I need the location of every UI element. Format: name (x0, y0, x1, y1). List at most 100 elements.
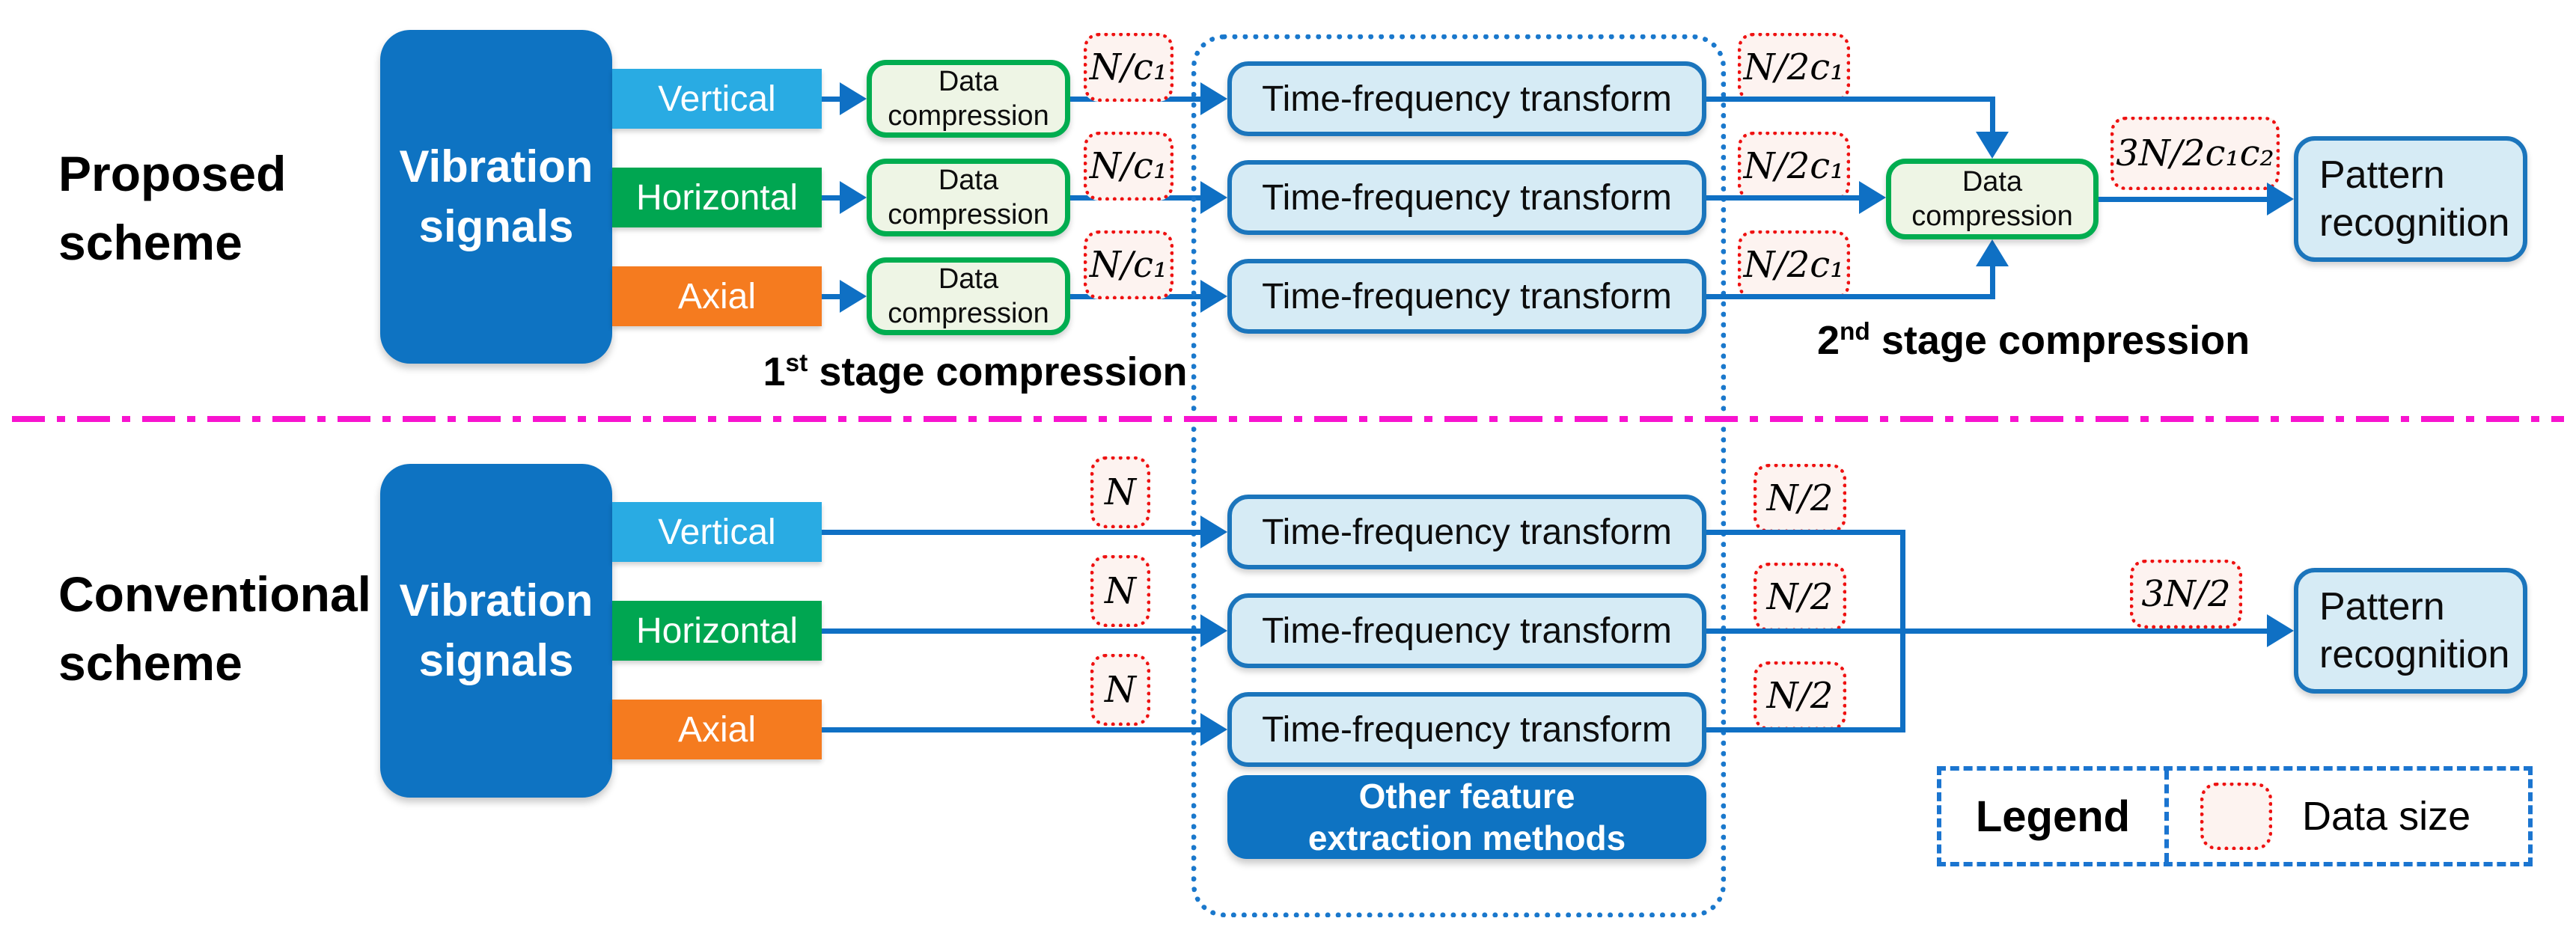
data-compression-line2: compression (1911, 201, 2073, 232)
channel-tab-label: Vertical (658, 79, 776, 119)
other-feature-extraction-box: Other feature extraction methods (1227, 775, 1706, 859)
data-compression-box-1: Data compression (867, 60, 1070, 138)
flow-line (2099, 197, 2271, 202)
feature-extraction-group-container (1191, 34, 1726, 917)
vibration-signals-line2: signals (418, 201, 574, 251)
channel-tab-label: Horizontal (635, 177, 799, 218)
data-compression-box-2: Data compression (867, 159, 1070, 236)
data-size-legend-label: Data size (2302, 794, 2471, 839)
transform-label: Time-frequency transform (1262, 79, 1672, 119)
arrow-head-icon (2267, 183, 2294, 215)
arrow-head-icon (840, 181, 867, 214)
channel-tab-label: Axial (677, 709, 757, 750)
stage2-caption: 2nd stage compression (1809, 317, 2258, 364)
pattern-recognition-line1: Pattern (2319, 585, 2445, 628)
flow-line (1706, 727, 1905, 732)
conventional-scheme-label: Conventional scheme (58, 560, 371, 697)
pattern-recognition-line1: Pattern (2319, 153, 2445, 197)
other-methods-line1: Other feature (1358, 777, 1575, 816)
data-size-label: N/2c₁ (1738, 33, 1850, 102)
channel-tab-label: Horizontal (635, 611, 799, 651)
arrow-head-icon (1200, 713, 1227, 746)
channel-tab-vertical-proposed: Vertical (612, 69, 822, 129)
data-size-label: 3N/2c₁c₂ (2110, 117, 2280, 190)
arrow-head-icon (2267, 614, 2294, 647)
legend-title-cell: Legend (1941, 771, 2169, 862)
data-compression-line2: compression (888, 100, 1049, 132)
pattern-recognition-line2: recognition (2319, 201, 2510, 245)
data-size-label: N (1090, 555, 1150, 627)
data-compression-line2: compression (888, 298, 1049, 329)
stage2-caption-number: 2 (1816, 318, 1840, 363)
channel-tab-horizontal-proposed: Horizontal (612, 168, 822, 227)
conventional-scheme-label-line1: Conventional (58, 566, 372, 622)
transform-label: Time-frequency transform (1262, 611, 1672, 651)
time-frequency-transform-box: Time-frequency transform (1227, 692, 1706, 767)
arrow-head-icon (1976, 132, 2009, 159)
flow-line (1706, 294, 1995, 299)
vibration-signals-box-conventional: Vibration signals (380, 464, 612, 798)
data-size-label: N/c₁ (1084, 230, 1173, 299)
data-size-label: N (1090, 456, 1150, 528)
conventional-scheme-label-line2: scheme (58, 635, 242, 691)
data-size-sample-icon (2200, 783, 2272, 850)
pattern-recognition-box-proposed: Pattern recognition (2294, 136, 2527, 262)
arrow-head-icon (1200, 181, 1227, 214)
time-frequency-transform-box: Time-frequency transform (1227, 593, 1706, 668)
time-frequency-transform-box: Time-frequency transform (1227, 61, 1706, 136)
data-size-label: N/2 (1754, 464, 1846, 533)
arrow-head-icon (840, 82, 867, 115)
stage1-caption-number: 1 (763, 349, 786, 394)
flow-line (822, 628, 1205, 634)
flow-line (1990, 263, 1995, 299)
flow-line (1900, 628, 2271, 634)
channel-tab-axial-conventional: Axial (612, 700, 822, 759)
proposed-scheme-label-line2: scheme (58, 215, 242, 270)
channel-tab-axial-proposed: Axial (612, 266, 822, 326)
scheme-divider (12, 416, 2564, 422)
arrow-head-icon (1200, 614, 1227, 647)
flow-line (1706, 530, 1905, 535)
arrow-head-icon (1200, 280, 1227, 313)
flow-line (822, 530, 1205, 535)
stage1-caption-suffix: st (785, 349, 808, 377)
flow-line (1706, 628, 1905, 634)
data-compression-box-3: Data compression (867, 257, 1070, 335)
transform-label: Time-frequency transform (1262, 177, 1672, 218)
flow-line (1706, 195, 1862, 201)
flow-line (822, 97, 847, 102)
flow-line (822, 195, 847, 201)
vibration-signals-line1: Vibration (399, 575, 593, 625)
flow-line (822, 727, 1205, 732)
data-compression-line1: Data (1962, 166, 2023, 198)
time-frequency-transform-box: Time-frequency transform (1227, 495, 1706, 569)
arrow-head-icon (1859, 181, 1886, 214)
other-methods-line2: extraction methods (1307, 819, 1626, 857)
proposed-scheme-label: Proposed scheme (58, 139, 286, 277)
flow-line (822, 294, 847, 299)
channel-tab-horizontal-conventional: Horizontal (612, 601, 822, 661)
stage1-caption: 1st stage compression (751, 349, 1200, 395)
transform-label: Time-frequency transform (1262, 709, 1672, 750)
arrow-head-icon (1976, 239, 2009, 266)
channel-tab-vertical-conventional: Vertical (612, 502, 822, 562)
time-frequency-transform-box: Time-frequency transform (1227, 160, 1706, 235)
data-compression-box-stage2: Data compression (1886, 159, 2099, 239)
data-compression-line1: Data (938, 66, 999, 97)
transform-label: Time-frequency transform (1262, 276, 1672, 316)
legend-title: Legend (1975, 792, 2131, 841)
time-frequency-transform-box: Time-frequency transform (1227, 259, 1706, 334)
flow-line (1990, 99, 1995, 135)
data-size-label: 3N/2 (2130, 560, 2242, 628)
legend-item-cell: Data size (2169, 771, 2528, 862)
stage1-caption-text: stage compression (819, 349, 1188, 394)
proposed-scheme-label-line1: Proposed (58, 146, 287, 201)
pattern-recognition-line2: recognition (2319, 633, 2510, 676)
data-compression-line2: compression (888, 199, 1049, 230)
data-size-label: N/2 (1754, 563, 1846, 631)
data-size-label: N/2c₁ (1738, 132, 1850, 201)
transform-label: Time-frequency transform (1262, 512, 1672, 552)
arrow-head-icon (840, 280, 867, 313)
legend-box: Legend Data size (1937, 766, 2533, 866)
